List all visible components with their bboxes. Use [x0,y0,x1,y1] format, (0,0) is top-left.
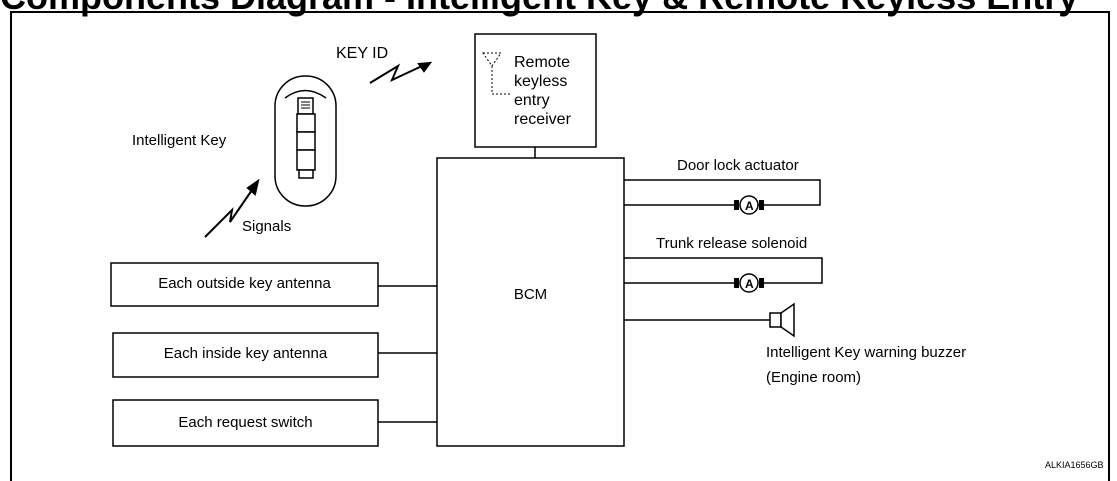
receiver-label-line-2: keyless [514,73,568,90]
key-id-label: KEY ID [336,45,389,62]
receiver-label-line-4: receiver [514,111,571,128]
figure-code: ALKIA1656GB [1045,460,1104,470]
inside-antenna-label: Each inside key antenna [163,345,328,362]
trunk-release-motor-icon [734,273,764,293]
key-id-signal-icon [369,61,433,84]
buzzer-label-line-1: Intelligent Key warning buzzer [766,344,967,361]
intelligent-key-fob-icon [274,75,337,207]
outside-antenna-box [110,262,379,307]
bcm-label: BCM [513,286,548,303]
receiver-label-line-3: entry [514,92,550,109]
door-lock-motor-label: A [745,199,754,213]
bcm-box [436,157,625,447]
door-lock-wire [624,179,821,206]
receiver-label-line-1: Remote [514,54,571,71]
signals-label: Signals [242,218,292,235]
diagram-frame [10,11,1110,481]
door-lock-actuator-label: Door lock actuator [677,157,799,174]
trunk-release-wire [624,257,823,284]
intelligent-key-label: Intelligent Key [132,132,227,149]
signals-wave-icon [204,178,260,238]
request-switch-label: Each request switch [178,414,313,431]
outside-antenna-label: Each outside key antenna [158,275,331,292]
trunk-release-motor-label: A [745,277,754,291]
buzzer-icon [769,302,795,338]
door-lock-motor-icon [734,195,764,215]
receiver-label: Remote keyless entry receiver [514,53,571,129]
trunk-release-solenoid-label: Trunk release solenoid [656,235,808,252]
buzzer-label-line-2: (Engine room) [766,369,862,386]
receiver-antenna-icon [482,52,512,95]
inside-antenna-box [112,332,379,378]
request-switch-box [112,399,379,447]
